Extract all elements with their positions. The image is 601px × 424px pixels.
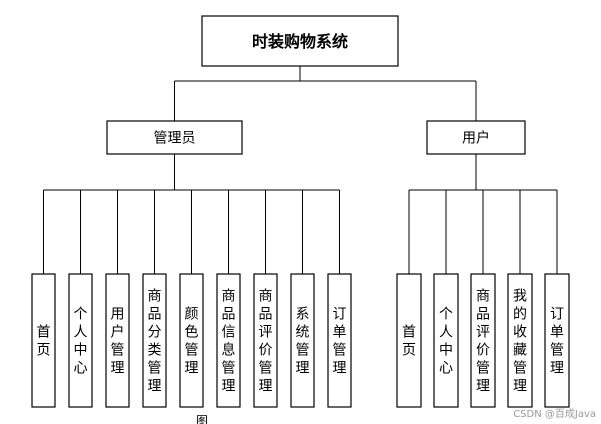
root-node-label: 时装购物系统 — [252, 32, 348, 51]
leaf-node-box — [142, 273, 167, 408]
watermark: CSDN @百成Java — [513, 408, 596, 420]
leaf-node-box — [507, 273, 533, 408]
leaf-node-label: 系统管理 — [296, 307, 310, 377]
leaf-node-label: 商品信息管理 — [222, 289, 236, 395]
leaf-node-box — [105, 273, 130, 408]
leaf-node-box — [216, 273, 241, 408]
leaf-node-label: 首页 — [402, 325, 416, 359]
leaf-node-label: 我的收藏管理 — [513, 289, 527, 395]
leaf-node-box — [433, 273, 459, 408]
connector-lines — [43, 66, 558, 274]
leaf-node-box — [544, 273, 570, 408]
leaf-node-label: 首页 — [37, 325, 51, 359]
leaf-node-label: 商品分类管理 — [148, 289, 162, 395]
leaf-node-box — [327, 273, 352, 408]
branch-node-box — [106, 120, 243, 155]
leaf-node-label: 个人中心 — [439, 307, 453, 377]
branch-node-label: 管理员 — [154, 131, 196, 147]
leaf-node-box — [396, 273, 422, 408]
leaf-node-label: 颜色管理 — [185, 307, 199, 377]
leaf-node-box — [470, 273, 496, 408]
leaf-node-box — [68, 273, 93, 408]
branch-node-box — [426, 120, 526, 155]
leaf-node-box — [179, 273, 204, 408]
leaf-node-label: 个人中心 — [74, 307, 88, 377]
leaf-node-label: 商品评价管理 — [259, 289, 273, 395]
leaf-node-label: 用户管理 — [111, 307, 125, 377]
leaf-node-label: 订单管理 — [333, 307, 347, 377]
figure-caption: 图 — [196, 414, 208, 424]
leaf-node-box — [253, 273, 278, 408]
leaf-node-label: 订单管理 — [550, 307, 564, 377]
root-node-box — [201, 15, 399, 67]
leaf-node-box — [290, 273, 315, 408]
branch-node-label: 用户 — [462, 130, 490, 147]
leaf-node-box — [31, 273, 56, 408]
leaf-node-label: 商品评价管理 — [476, 289, 490, 395]
